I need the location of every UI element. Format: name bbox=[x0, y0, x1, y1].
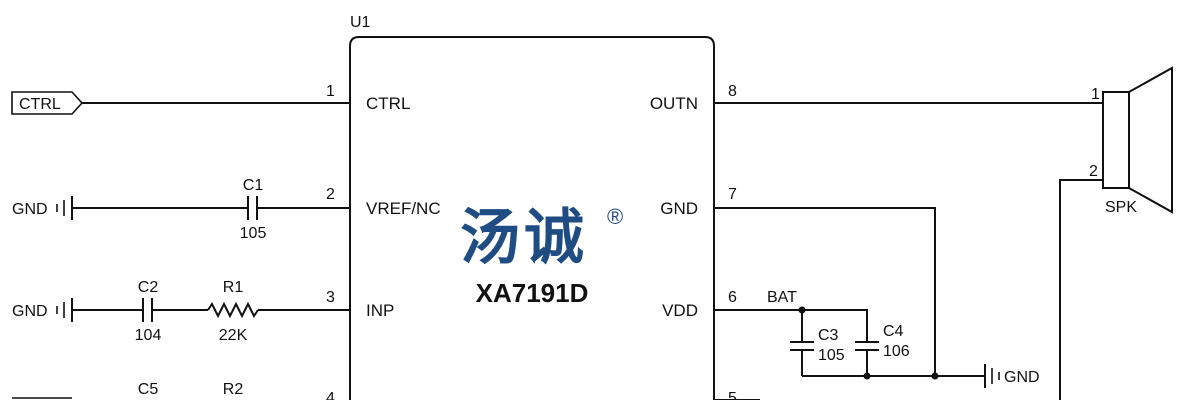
gnd-label-right: GND bbox=[1004, 369, 1040, 386]
ground-symbol-right bbox=[984, 364, 1000, 388]
r2-ref: R2 bbox=[223, 381, 244, 398]
speaker-pin1-number: 1 bbox=[1091, 86, 1100, 103]
capacitor-c3[interactable] bbox=[790, 341, 814, 351]
pin3-name: INP bbox=[366, 301, 394, 320]
brand-registered-mark: ® bbox=[607, 204, 623, 229]
ctrl-net[interactable]: CTRL bbox=[11, 91, 350, 115]
vdd-wire bbox=[714, 309, 868, 342]
pin8-name: OUTN bbox=[650, 94, 698, 113]
vdd-net[interactable]: BAT C3 105 C4 106 bbox=[714, 289, 910, 376]
pin7-number: 7 bbox=[728, 186, 737, 203]
pin1-name: CTRL bbox=[366, 94, 410, 113]
pin6-number: 6 bbox=[728, 289, 737, 306]
c1-value: 105 bbox=[240, 225, 267, 242]
pin5-number: 5 bbox=[728, 390, 737, 400]
speaker-body bbox=[1102, 91, 1130, 189]
c4-ref: C4 bbox=[883, 323, 904, 340]
pin2-name: VREF/NC bbox=[366, 199, 441, 218]
capacitor-c4[interactable] bbox=[855, 341, 879, 351]
ground-symbol-c2 bbox=[56, 298, 73, 322]
speaker-spk[interactable]: 1 2 SPK bbox=[1059, 66, 1173, 400]
c4-value: 106 bbox=[883, 343, 910, 360]
c2-ref: C2 bbox=[138, 279, 159, 296]
c1-ref: C1 bbox=[243, 177, 264, 194]
pin1-number: 1 bbox=[326, 83, 335, 100]
gnd-net[interactable]: GND bbox=[714, 207, 1040, 388]
speaker-pin2-wire bbox=[1059, 179, 1103, 400]
capacitor-c1[interactable] bbox=[247, 196, 258, 220]
pin7-wire bbox=[714, 207, 936, 376]
c3-value: 105 bbox=[818, 347, 845, 364]
pin6-name: VDD bbox=[662, 301, 698, 320]
speaker-ref: SPK bbox=[1105, 199, 1137, 216]
c3-ref: C3 bbox=[818, 327, 839, 344]
ic-u1[interactable]: U1 汤诚 ® XA7191D CTRL VREF/NC INP OUTN GN… bbox=[326, 14, 737, 400]
c2-value: 104 bbox=[135, 327, 162, 344]
speaker-cone bbox=[1128, 66, 1173, 214]
ic-ref-label: U1 bbox=[350, 14, 371, 31]
ground-symbol-c1 bbox=[56, 196, 73, 220]
brand-logo: 汤诚 ® bbox=[460, 204, 623, 271]
gnd-label-c2: GND bbox=[12, 303, 48, 320]
ic-part-number: XA7191D bbox=[476, 278, 589, 308]
junction-gnd bbox=[931, 372, 939, 380]
speaker-pin2-number: 2 bbox=[1089, 163, 1098, 180]
ctrl-port-label: CTRL bbox=[19, 96, 61, 113]
pin4-number: 4 bbox=[326, 390, 335, 400]
pin2-number: 2 bbox=[326, 186, 335, 203]
vref-net[interactable]: GND C1 105 bbox=[12, 177, 350, 242]
pin8-number: 8 bbox=[728, 83, 737, 100]
pin7-name: GND bbox=[660, 199, 698, 218]
capacitor-c2[interactable] bbox=[142, 298, 153, 322]
brand-logo-text: 汤诚 bbox=[460, 204, 588, 271]
inp-net[interactable]: GND C2 104 R1 22K bbox=[12, 279, 350, 344]
gnd-label-c1: GND bbox=[12, 201, 48, 218]
pin3-number: 3 bbox=[326, 289, 335, 306]
bat-label: BAT bbox=[767, 289, 797, 306]
r1-value: 22K bbox=[219, 327, 248, 344]
row4-net[interactable]: C5 R2 bbox=[12, 381, 244, 399]
c5-ref: C5 bbox=[138, 381, 159, 398]
ctrl-port-flag[interactable] bbox=[11, 91, 84, 115]
r1-ref: R1 bbox=[223, 279, 244, 296]
ic-body bbox=[349, 36, 715, 400]
resistor-r1[interactable] bbox=[207, 301, 259, 319]
